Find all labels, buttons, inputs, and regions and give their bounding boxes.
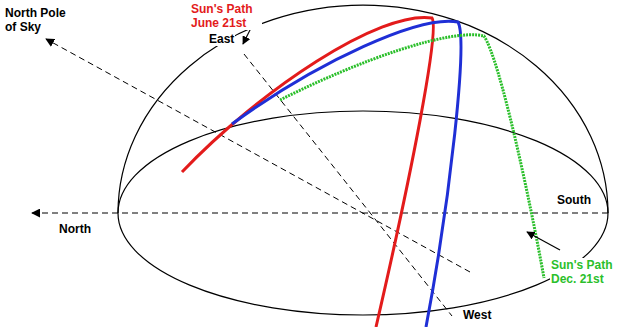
pole-label: North Pole of Sky [4,6,76,34]
direction-label: West [462,308,492,322]
direction-label: East [208,32,235,46]
north-south-line [32,213,608,214]
december-leader [527,232,560,250]
pole-axis [46,39,470,272]
sun-path-equinox [232,21,461,327]
june-path-label: Sun's Path June 21st [190,2,262,30]
direction-label: North [58,222,92,236]
sun-path-december [280,35,544,278]
direction-label: South [556,193,592,207]
sun-path-june [182,17,433,327]
december-path-label: Sun's Path Dec. 21st [550,258,620,286]
